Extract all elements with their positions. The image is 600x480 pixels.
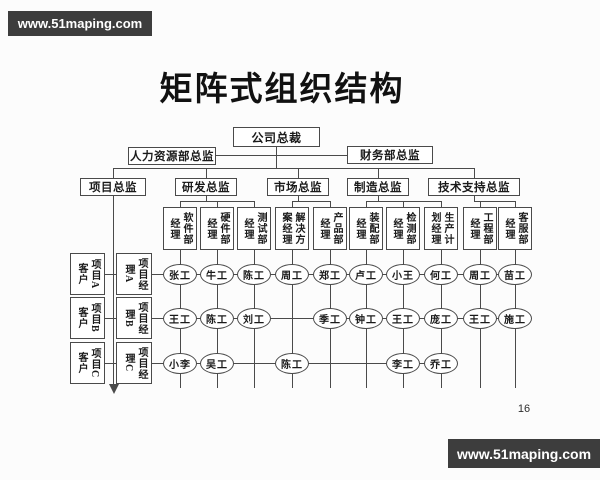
node-hr-director: 人力资源部总监 bbox=[128, 147, 216, 165]
connector-line bbox=[403, 201, 404, 207]
project-line bbox=[113, 196, 114, 384]
director-box: 研发总监 bbox=[175, 178, 237, 196]
connector-line bbox=[113, 168, 475, 169]
connector-line bbox=[474, 168, 475, 178]
engineer-ellipse: 陈工 bbox=[275, 352, 309, 374]
connector-line bbox=[474, 201, 516, 202]
slide-title: 矩阵式组织结构 bbox=[159, 72, 405, 108]
engineer-ellipse: 季工 bbox=[313, 307, 347, 329]
connector-line bbox=[366, 201, 442, 202]
department-box: 工程部经理 bbox=[463, 207, 497, 250]
department-box: 检测部经理 bbox=[386, 207, 420, 250]
department-box: 硬件部经理 bbox=[200, 207, 234, 250]
connector-line bbox=[292, 201, 293, 207]
row-line bbox=[105, 274, 116, 275]
connector-line bbox=[474, 196, 475, 201]
row-line bbox=[105, 363, 116, 364]
director-box: 市场总监 bbox=[267, 178, 329, 196]
director-box: 项目总监 bbox=[80, 178, 146, 196]
engineer-ellipse: 小李 bbox=[163, 352, 197, 374]
engineer-ellipse: 乔工 bbox=[424, 352, 458, 374]
page-number: 16 bbox=[517, 403, 531, 415]
connector-line bbox=[216, 155, 347, 156]
watermark-banner-bottom: www.51maping.com bbox=[448, 439, 600, 468]
engineer-ellipse: 牛工 bbox=[200, 263, 234, 285]
connector-line bbox=[366, 201, 367, 207]
node-finance-director: 财务部总监 bbox=[347, 146, 433, 164]
department-box: 解决方案经理 bbox=[275, 207, 309, 250]
connector-line bbox=[441, 201, 442, 207]
engineer-ellipse: 王工 bbox=[463, 307, 497, 329]
customer-box: 项目A客户 bbox=[70, 253, 105, 295]
connector-line bbox=[206, 196, 207, 201]
connector-line bbox=[378, 196, 379, 201]
connector-line bbox=[217, 201, 218, 207]
engineer-ellipse: 周工 bbox=[275, 263, 309, 285]
department-box: 生产计划经理 bbox=[424, 207, 458, 250]
connector-line bbox=[180, 201, 181, 207]
connector-line bbox=[254, 201, 255, 207]
department-box: 软件部经理 bbox=[163, 207, 197, 250]
connector-line bbox=[515, 201, 516, 207]
engineer-ellipse: 陈工 bbox=[200, 307, 234, 329]
engineer-ellipse: 李工 bbox=[386, 352, 420, 374]
engineer-ellipse: 卢工 bbox=[349, 263, 383, 285]
arrow-down bbox=[109, 384, 119, 394]
department-box: 产品部经理 bbox=[313, 207, 347, 250]
customer-box: 项目B客户 bbox=[70, 297, 105, 339]
engineer-ellipse: 王工 bbox=[386, 307, 420, 329]
connector-line bbox=[113, 168, 114, 178]
engineer-ellipse: 陈工 bbox=[237, 263, 271, 285]
connector-line bbox=[276, 146, 277, 168]
node-company-president: 公司总裁 bbox=[233, 127, 320, 147]
engineer-ellipse: 王工 bbox=[163, 307, 197, 329]
connector-line bbox=[292, 201, 331, 202]
project-manager-box: 项目经理C bbox=[116, 342, 152, 384]
project-manager-box: 项目经理A bbox=[116, 253, 152, 295]
engineer-ellipse: 钟工 bbox=[349, 307, 383, 329]
engineer-ellipse: 何工 bbox=[424, 263, 458, 285]
connector-line bbox=[206, 168, 207, 178]
director-box: 制造总监 bbox=[347, 178, 409, 196]
engineer-ellipse: 施工 bbox=[498, 307, 532, 329]
engineer-ellipse: 张工 bbox=[163, 263, 197, 285]
department-box: 测试部经理 bbox=[237, 207, 271, 250]
engineer-ellipse: 吴工 bbox=[200, 352, 234, 374]
department-box: 装配部经理 bbox=[349, 207, 383, 250]
engineer-ellipse: 小王 bbox=[386, 263, 420, 285]
connector-line bbox=[378, 168, 379, 178]
row-line bbox=[105, 318, 116, 319]
connector-line bbox=[298, 168, 299, 178]
watermark-banner-top: www.51maping.com bbox=[8, 11, 152, 36]
department-box: 客服部经理 bbox=[498, 207, 532, 250]
engineer-ellipse: 刘工 bbox=[237, 307, 271, 329]
project-manager-box: 项目经理B bbox=[116, 297, 152, 339]
department-column-line bbox=[292, 250, 293, 388]
engineer-ellipse: 郑工 bbox=[313, 263, 347, 285]
connector-line bbox=[480, 201, 481, 207]
engineer-ellipse: 苗工 bbox=[498, 263, 532, 285]
director-box: 技术支持总监 bbox=[428, 178, 520, 196]
connector-line bbox=[330, 201, 331, 207]
engineer-ellipse: 庞工 bbox=[424, 307, 458, 329]
customer-box: 项目C客户 bbox=[70, 342, 105, 384]
connector-line bbox=[298, 196, 299, 201]
engineer-ellipse: 周工 bbox=[463, 263, 497, 285]
